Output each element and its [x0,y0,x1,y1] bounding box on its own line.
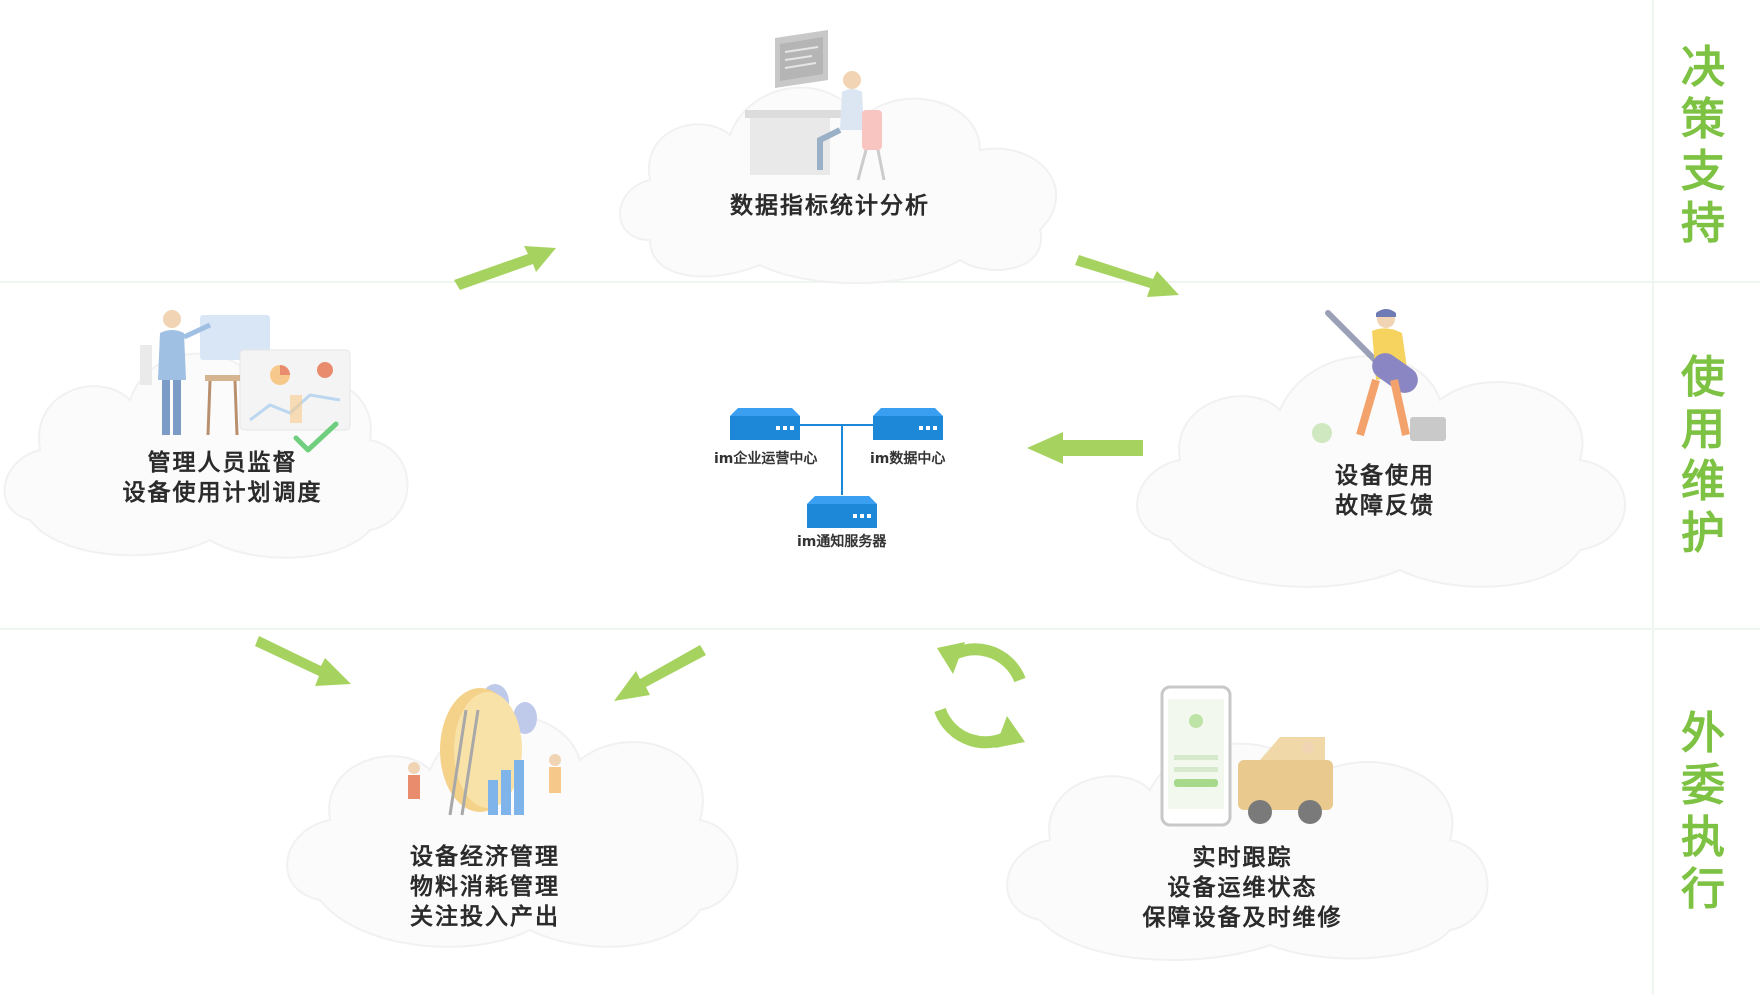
repair-worker-illustration [1312,309,1446,443]
caption-tracking: 实时跟踪 设备运维状态 保障设备及时维修 [1142,845,1343,931]
server-network-diagram [730,408,943,528]
caption-data-analysis: 数据指标统计分析 [730,193,930,219]
divider-bottom [0,628,1760,630]
green-arrow-icon [1027,432,1143,464]
label-usage-maintenance: 使用维护 [1681,352,1725,559]
caption-management: 管理人员监督 设备使用计划调度 [122,450,323,506]
caption-economic: 设备经济管理 物料消耗管理 关注投入产出 [410,844,560,930]
checkmark-icon [293,421,339,453]
cloud-right [1136,355,1626,588]
refresh-cycle-icon [934,642,1026,749]
cloud-bottom-left [286,715,739,948]
caption-fault-feedback: 设备使用 故障反馈 [1335,463,1435,519]
label-decision-support: 决策支持 [1681,42,1725,249]
server-icon [873,408,943,440]
green-arrow-icon [255,636,351,686]
server-icon [807,496,877,528]
green-arrow-icon [454,246,556,290]
manager-presentation-illustration [140,310,351,436]
divider-vertical [1652,0,1654,995]
cloud-bottom-right [1006,742,1489,961]
phone-truck-illustration [1160,685,1333,827]
green-arrow-icon [1075,255,1179,297]
server-label-data-center: im数据中心 [870,451,946,467]
cloud-top [619,86,1058,285]
label-outsource-execution: 外委执行 [1681,708,1725,915]
green-arrow-icon [614,645,706,701]
server-icon [730,408,800,440]
server-label-notify: im通知服务器 [797,534,887,550]
finance-coins-illustration [408,684,561,816]
server-label-enterprise: im企业运营中心 [714,451,818,467]
desk-worker-illustration [745,30,886,181]
